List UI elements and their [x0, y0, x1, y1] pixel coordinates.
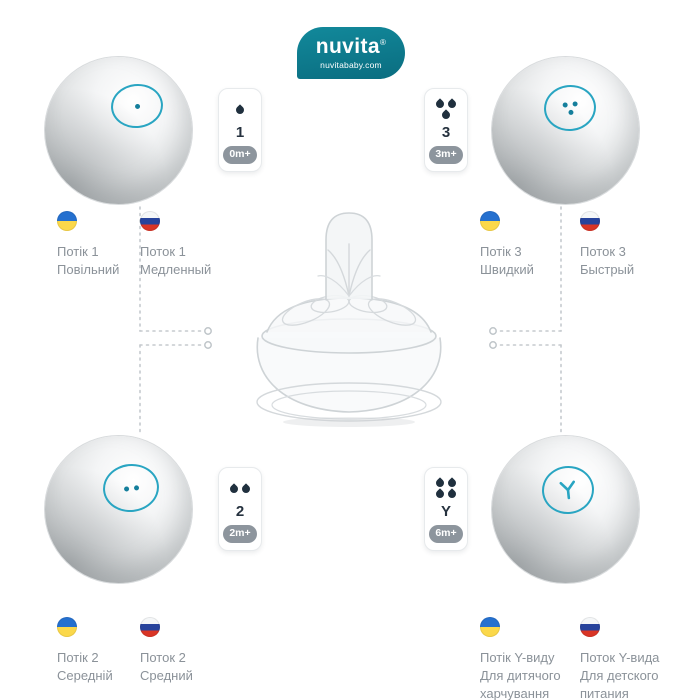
label-line: Поток 1	[140, 244, 186, 259]
drop-icon	[446, 98, 458, 111]
hole-dot	[123, 485, 129, 492]
age-pill: 0m+	[223, 146, 257, 164]
y-cut-icon	[539, 463, 597, 517]
age-pill: 2m+	[223, 525, 257, 543]
logo-site-text: nuvitababy.com	[320, 60, 382, 70]
label-flow3-ru: Поток 3 Быстрый	[580, 211, 680, 279]
ukraine-flag-icon	[480, 211, 500, 231]
age-pill: 3m+	[429, 146, 463, 164]
drop-icon	[434, 98, 446, 111]
registered-mark: ®	[379, 38, 387, 47]
hole-dot	[571, 100, 578, 107]
label-line: Быстрый	[580, 262, 635, 277]
drop-icon	[228, 483, 240, 495]
hole-pattern-single-icon	[108, 81, 166, 131]
label-flow1-ru: Поток 1 Медленный	[140, 211, 240, 279]
drop-icon	[446, 488, 458, 501]
label-flow3-ua: Потік 3 Швидкий	[480, 211, 580, 279]
label-line: Поток Y-вида	[580, 650, 660, 665]
label-line: Потік 2	[57, 650, 99, 665]
logo-brand-text: nuvita®	[315, 35, 387, 58]
hole-dots	[134, 103, 140, 109]
drops-icon	[434, 98, 458, 122]
flow-badge-y: Y 6m+	[424, 467, 468, 551]
photo-flow-3	[492, 57, 639, 204]
flow-badge-3: 3 3m+	[424, 88, 468, 172]
hole-dots	[123, 484, 139, 492]
russia-flag-icon	[580, 617, 600, 637]
drop-icon	[240, 483, 252, 495]
photo-flow-y	[492, 436, 639, 583]
label-line: Медленный	[140, 262, 212, 277]
ukraine-flag-icon	[480, 617, 500, 637]
label-line: Потік Y-виду	[480, 650, 555, 665]
age-pill: 6m+	[429, 525, 463, 543]
nuvita-logo: nuvita® nuvitababy.com	[297, 27, 405, 79]
label-flow2-ru: Поток 2 Средний	[140, 617, 240, 685]
label-flow2-ua: Потік 2 Середній	[57, 617, 157, 685]
flow-number: 2	[235, 502, 245, 520]
hole-pattern-double-icon	[100, 461, 162, 515]
label-line: Потік 1	[57, 244, 99, 259]
label-flow1-ua: Потік 1 Повільний	[57, 211, 157, 279]
label-line: питания	[580, 686, 629, 700]
drop-icon	[440, 109, 452, 122]
label-line: харчування	[480, 686, 550, 700]
label-line: Для детского	[580, 668, 659, 683]
drops-icon	[228, 477, 252, 501]
label-line: Поток 3	[580, 244, 626, 259]
drops-icon	[434, 477, 458, 501]
hole-dot	[567, 109, 574, 115]
label-line: Поток 2	[140, 650, 186, 665]
drop-icon	[434, 488, 446, 501]
label-line: Для дитячого	[480, 668, 561, 683]
flow-number: 3	[441, 123, 451, 141]
hole-dots	[561, 100, 579, 116]
ukraine-flag-icon	[57, 617, 77, 637]
russia-flag-icon	[140, 617, 160, 637]
label-line: Середній	[57, 668, 113, 683]
russia-flag-icon	[140, 211, 160, 231]
label-line: Повільний	[57, 262, 120, 277]
label-flowy-ua: Потік Y-виду Для дитячого харчування	[480, 617, 580, 700]
hole-dot	[134, 103, 140, 109]
label-flowy-ru: Поток Y-вида Для детского питания	[580, 617, 680, 700]
ukraine-flag-icon	[57, 211, 77, 231]
drop-icon	[234, 104, 246, 116]
label-line: Потік 3	[480, 244, 522, 259]
flow-number: Y	[440, 502, 451, 520]
label-line: Средний	[140, 668, 193, 683]
teat-product-image	[256, 212, 442, 427]
drops-icon	[228, 98, 252, 122]
flow-badge-1: 1 0m+	[218, 88, 262, 172]
photo-flow-1	[45, 57, 192, 204]
flow-badge-2: 2 2m+	[218, 467, 262, 551]
flow-number: 1	[235, 123, 245, 141]
russia-flag-icon	[580, 211, 600, 231]
y-cut-glyph	[559, 480, 575, 500]
label-line: Швидкий	[480, 262, 534, 277]
hole-dot	[133, 484, 139, 491]
hole-dot	[561, 101, 568, 108]
photo-flow-2	[45, 436, 192, 583]
hole-pattern-triple-icon	[541, 82, 599, 134]
